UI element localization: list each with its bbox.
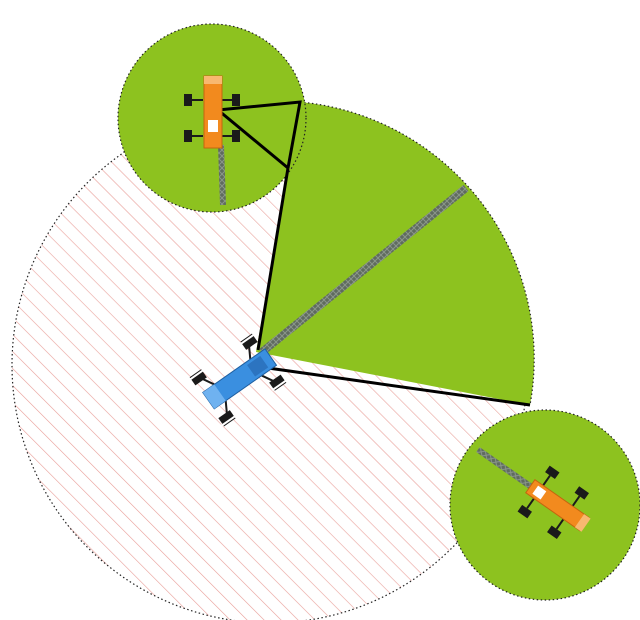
connector-sector-left [256, 167, 290, 351]
connector-top-inner [217, 108, 289, 170]
working-sector [256, 102, 535, 405]
connector-sector-bottom [267, 366, 531, 407]
top-crane-icon [184, 75, 240, 206]
connector-lines [217, 100, 531, 407]
working-sector-arc [299, 101, 535, 406]
center-crane-icon [188, 333, 288, 427]
right-crane-icon [476, 447, 591, 539]
center-crane-boom [259, 184, 469, 356]
connector-top-outer [217, 100, 302, 169]
